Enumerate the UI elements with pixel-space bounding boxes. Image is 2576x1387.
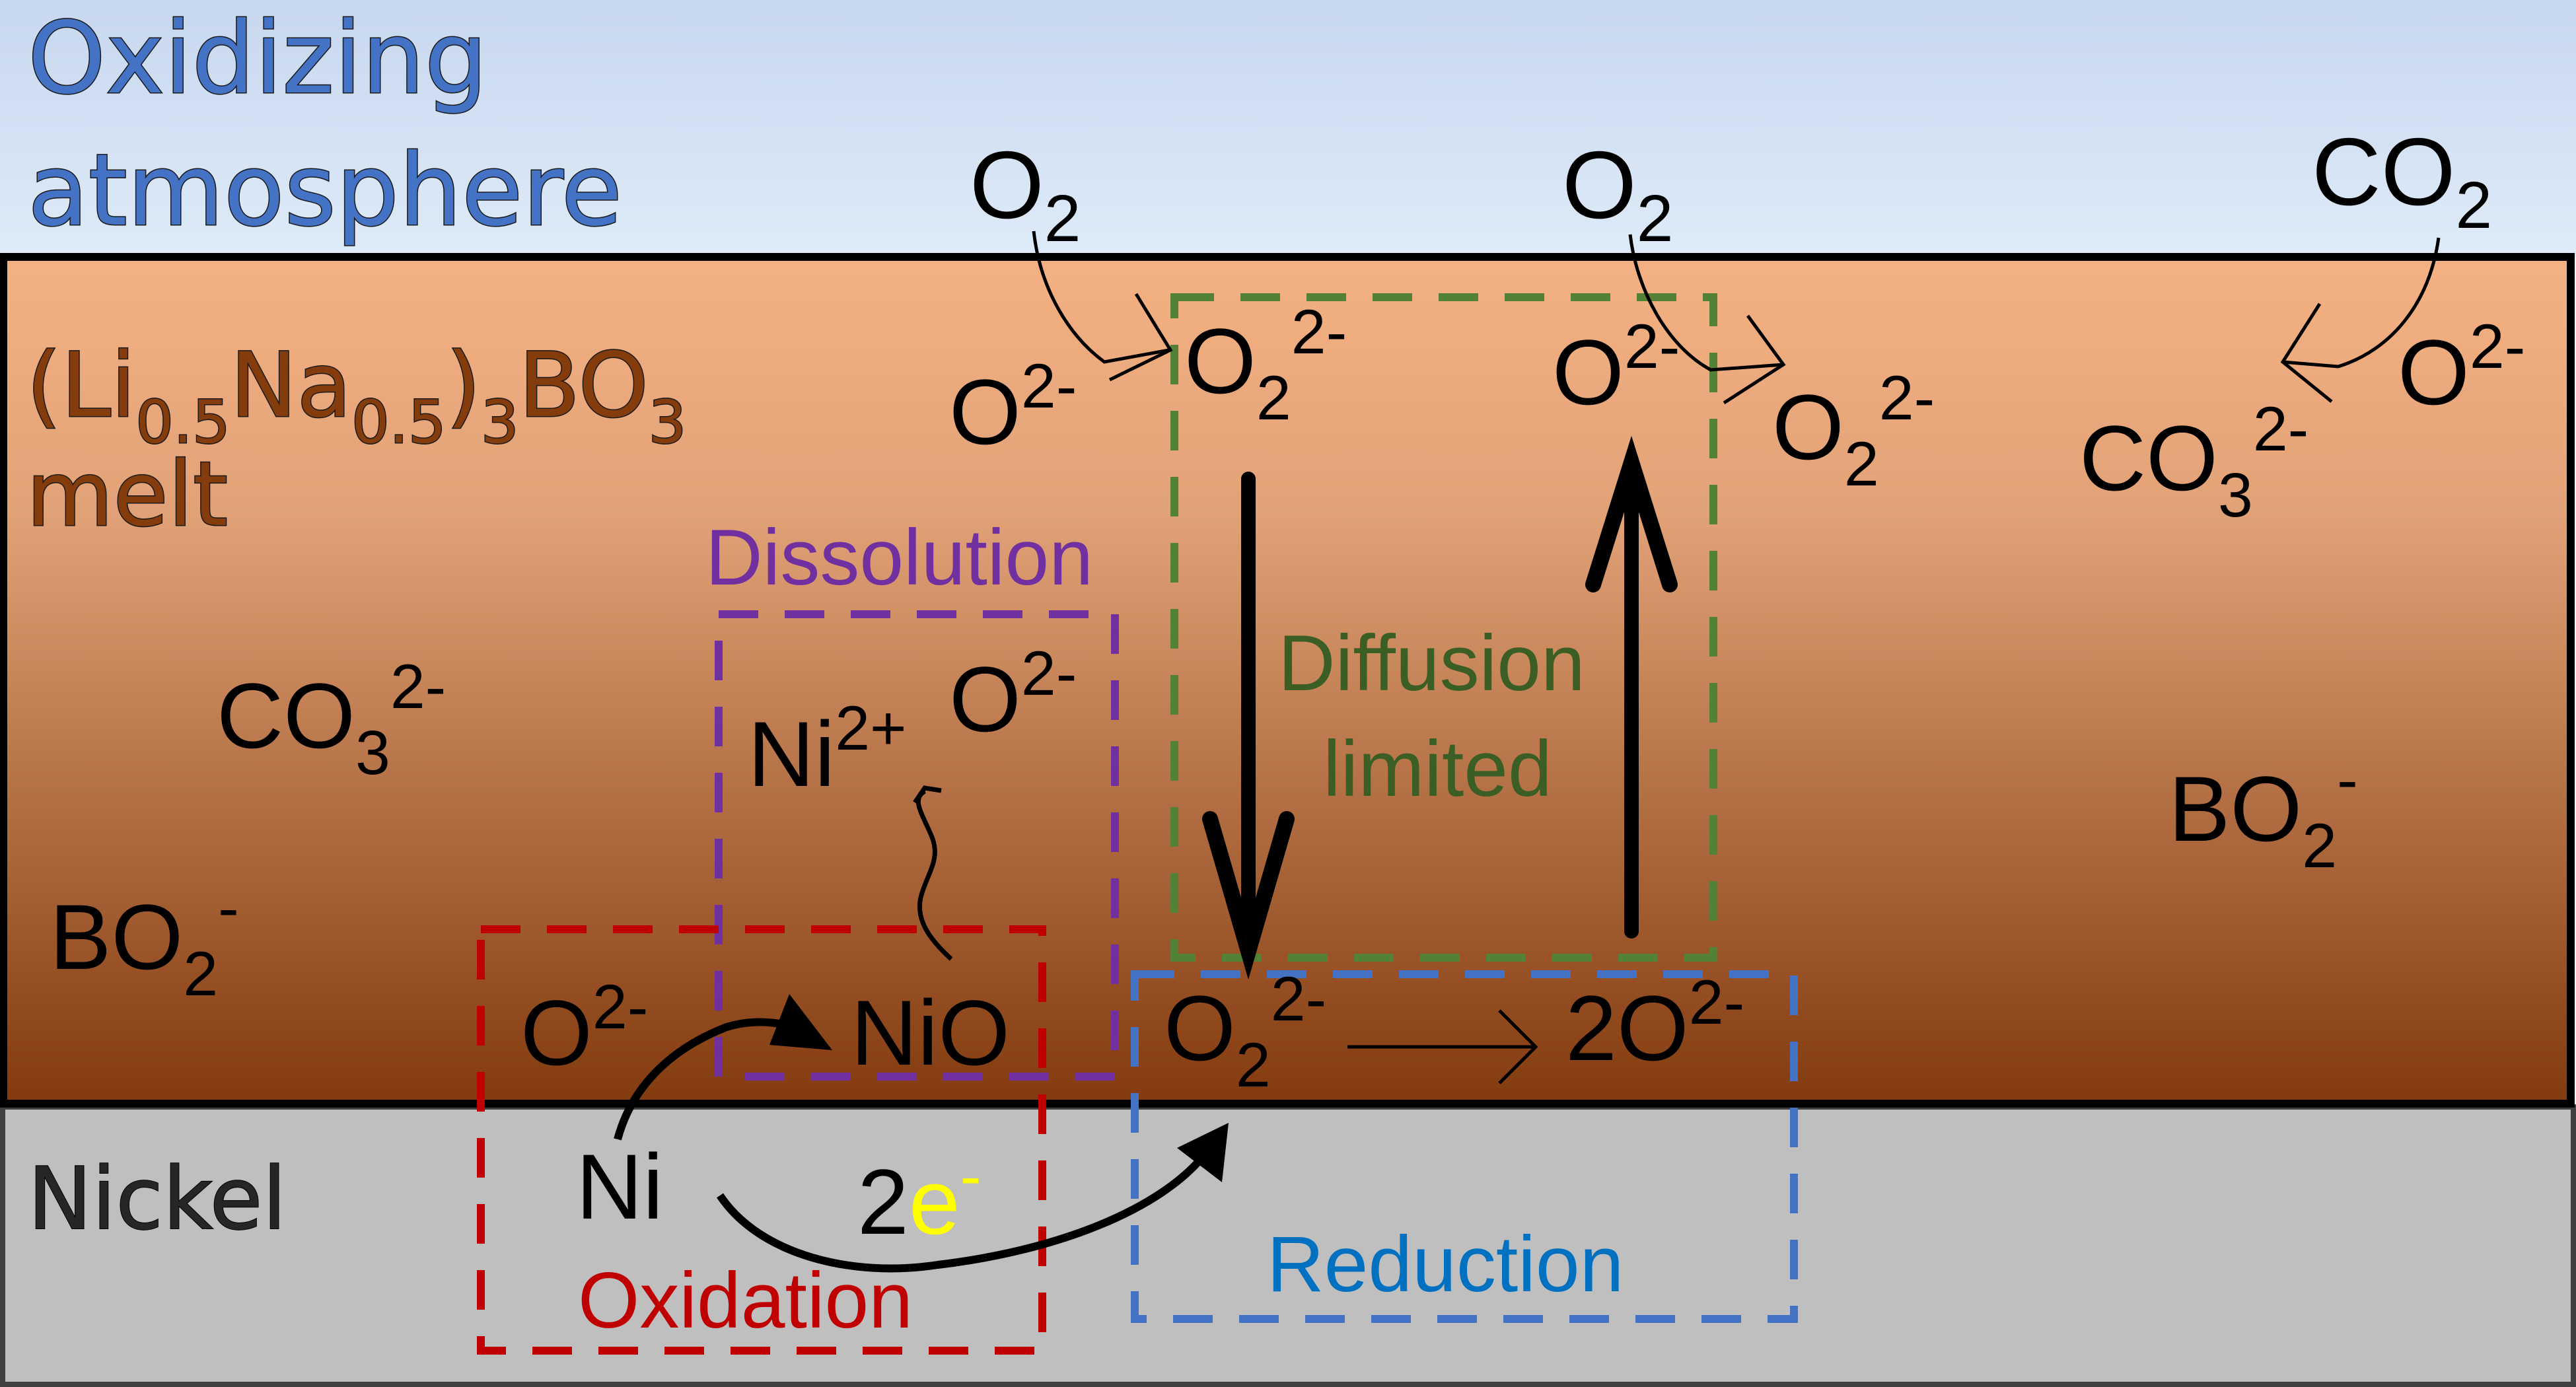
dissolution-squiggle-arrowhead [913,785,942,804]
diffusion-box [1170,293,1717,962]
melt-label-line2: melt [26,443,228,546]
nickel-region [0,1104,2576,1387]
oxide-ion-top-left: O2- [949,351,1077,464]
oxidation-label: Oxidation [578,1256,913,1345]
metaborate-ion-right: BO2- [2168,745,2358,881]
nickel-oxide: NiO [851,981,1010,1085]
o2-gas-middle: O2 [1562,131,1673,256]
diffusion-label-line1: Diffusion [1278,619,1585,707]
nickel-label: Nickel [28,1149,287,1249]
co2-absorption-arrowhead [2280,302,2333,403]
o2-absorption-arrowhead-middle [1723,314,1786,405]
peroxide-ion-top-right: O22- [1772,363,1935,499]
peroxide-ion-top: O22- [1184,297,1347,433]
metaborate-ion-left: BO2- [50,873,239,1009]
nickel-metal: Ni [576,1135,663,1238]
diffusion-down-arrowhead [1202,811,1295,980]
diffusion-label-line2: limited [1323,725,1552,813]
atmosphere-label-line1: Oxidizing [28,1,487,116]
dissolution-squiggle-arrow [916,789,953,961]
oxidation-box [477,925,1046,1355]
reduction-label: Reduction [1267,1220,1624,1308]
diffusion-up-arrowhead [1585,435,1678,592]
atmosphere-label-line2: atmosphere [28,133,622,248]
oxide-ion-oxidation: O2- [520,972,648,1085]
electrons-label: 2e- [857,1141,981,1254]
o2-absorption-arrow-left [1032,231,1170,364]
oxide-ion-dissolution: O2- [949,639,1077,751]
carbonate-ion-left: CO32- [217,652,446,788]
melt-border [0,253,2575,1108]
co2-gas: CO2 [2312,118,2492,242]
nickel-ion: Ni2+ [748,694,907,806]
oxidation-arrowhead [769,994,832,1050]
melt-region [3,258,2569,1103]
melt-formula-label: (Li0.5Na0.5)3BO3 [26,334,686,457]
oxide-ion-top-middle: O2- [1552,312,1680,424]
peroxide-ion-reduction: O22- [1164,964,1326,1100]
o2-absorption-arrowhead-left [1108,293,1173,382]
reduction-reaction-arrowhead [1498,1009,1538,1085]
carbonate-ion-right: CO32- [2079,394,2308,530]
atmosphere-region [0,0,2576,258]
o2-gas-left: O2 [970,131,1081,256]
electron-transfer-arrowhead [1177,1123,1229,1182]
dissolution-box [715,610,1119,1081]
oxide-ion-product: 2O2- [1565,968,1744,1080]
oxide-ion-top-right: O2- [2398,312,2525,424]
co2-absorption-arrow [2282,237,2441,369]
o2-absorption-arrow-middle [1628,234,1784,372]
reduction-box [1131,970,1798,1323]
electron-transfer-arrow [717,1147,1212,1273]
dissolution-label: Dissolution [705,513,1093,602]
